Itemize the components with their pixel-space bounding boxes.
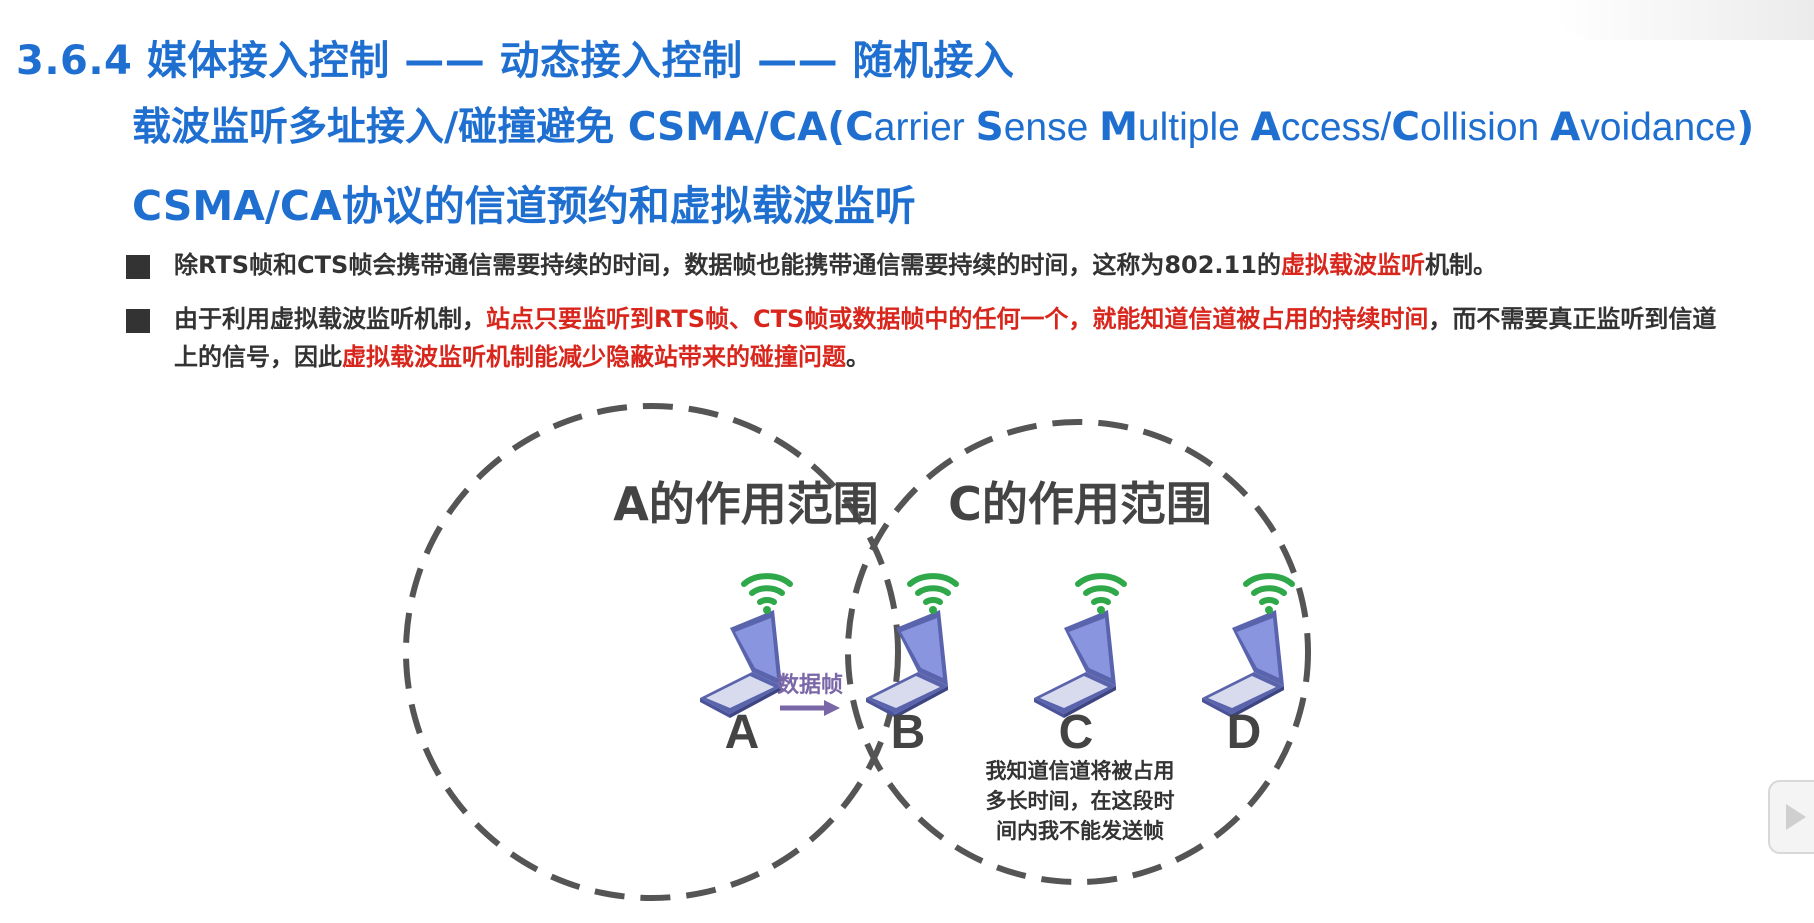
station-c-note-line-2: 多长时间，在这段时: [986, 789, 1175, 813]
protocol-word-initial: A: [1250, 105, 1281, 150]
node-label-b: B: [891, 706, 926, 759]
protocol-word-initial: M: [1099, 105, 1138, 150]
video-play-button[interactable]: [1768, 780, 1814, 854]
laptop-icon: [700, 610, 782, 718]
range-label-c: C的作用范围: [948, 477, 1212, 531]
protocol-word-rest: arrier: [873, 106, 976, 149]
section-title: 3.6.4 媒体接入控制 —— 动态接入控制 —— 随机接入: [16, 38, 1015, 84]
range-circle-c: [845, 419, 1311, 885]
bullet-2-text: 由于利用虚拟载波监听机制，: [174, 305, 486, 333]
window-corner-shade: [1554, 0, 1814, 40]
protocol-word-initial: A: [1550, 105, 1581, 150]
range-circle-a: [403, 403, 901, 901]
protocol-word-rest: ense: [1003, 106, 1100, 149]
protocol-title-suffix: ): [1736, 105, 1755, 150]
bullet-1-tail: 机制。: [1424, 251, 1497, 279]
node-label-d: D: [1227, 706, 1262, 759]
protocol-word-initial: C: [845, 105, 874, 150]
data-frame-label: 数据帧: [777, 672, 843, 698]
bullet-item-1: 除RTS帧和CTS帧会携带通信需要持续的时间，数据帧也能携带通信需要持续的时间，…: [126, 246, 1726, 286]
subtopic-title: CSMA/CA协议的信道预约和虚拟载波监听: [132, 182, 916, 230]
protocol-word-rest: ultiple: [1137, 106, 1251, 149]
laptop-icon: [866, 610, 948, 718]
play-icon: [1786, 804, 1806, 830]
station-c-note-line-1: 我知道信道将被占用: [986, 759, 1175, 783]
wifi-icon: [1078, 576, 1124, 614]
node-label-a: A: [725, 706, 760, 759]
protocol-word-rest: ollision: [1419, 106, 1551, 149]
wifi-icon: [744, 576, 790, 614]
protocol-word-rest: voidance: [1580, 106, 1737, 149]
laptop-icon: [1034, 610, 1116, 718]
protocol-word-initial: S: [975, 105, 1004, 150]
bullet-2-highlight-2: 虚拟载波监听机制能减少隐蔽站带来的碰撞问题: [342, 343, 846, 371]
bullet-item-2: 由于利用虚拟载波监听机制，站点只要监听到RTS帧、CTS帧或数据帧中的任何一个，…: [126, 300, 1726, 380]
square-bullet-icon: [126, 255, 150, 279]
data-frame-arrow: [780, 700, 840, 716]
protocol-word-initial: C: [1391, 105, 1420, 150]
bullet-1-text: 除RTS帧和CTS帧会携带通信需要持续的时间，数据帧也能携带通信需要持续的时间，…: [174, 251, 1281, 279]
station-c-note-line-3: 间内我不能发送帧: [996, 819, 1164, 843]
bullet-1-highlight: 虚拟载波监听: [1280, 251, 1425, 279]
wifi-icon: [1246, 576, 1292, 614]
protocol-word-rest: ccess/: [1280, 106, 1392, 149]
laptop-icon: [1202, 610, 1284, 718]
node-label-c: C: [1059, 706, 1094, 759]
wifi-icon: [910, 576, 956, 614]
protocol-title: 载波监听多址接入/碰撞避免 CSMA/CA(Carrier Sense Mult…: [132, 96, 1754, 152]
bullet-2-tail: 。: [846, 343, 870, 371]
bullet-2-highlight-1: 站点只要监听到RTS帧、CTS帧或数据帧中的任何一个，就能知道信道被占用的持续时…: [486, 305, 1429, 333]
bullet-2-middle: ，而不需要真正监听到信道上的信号，因此: [174, 305, 1717, 371]
bullet-text-2: 由于利用虚拟载波监听机制，站点只要监听到RTS帧、CTS帧或数据帧中的任何一个，…: [174, 300, 1726, 376]
bullet-text-1: 除RTS帧和CTS帧会携带通信需要持续的时间，数据帧也能携带通信需要持续的时间，…: [174, 246, 1726, 284]
protocol-title-prefix: 载波监听多址接入/碰撞避免 CSMA/CA(: [132, 105, 846, 150]
square-bullet-icon: [126, 309, 150, 333]
range-label-a: A的作用范围: [613, 477, 879, 531]
